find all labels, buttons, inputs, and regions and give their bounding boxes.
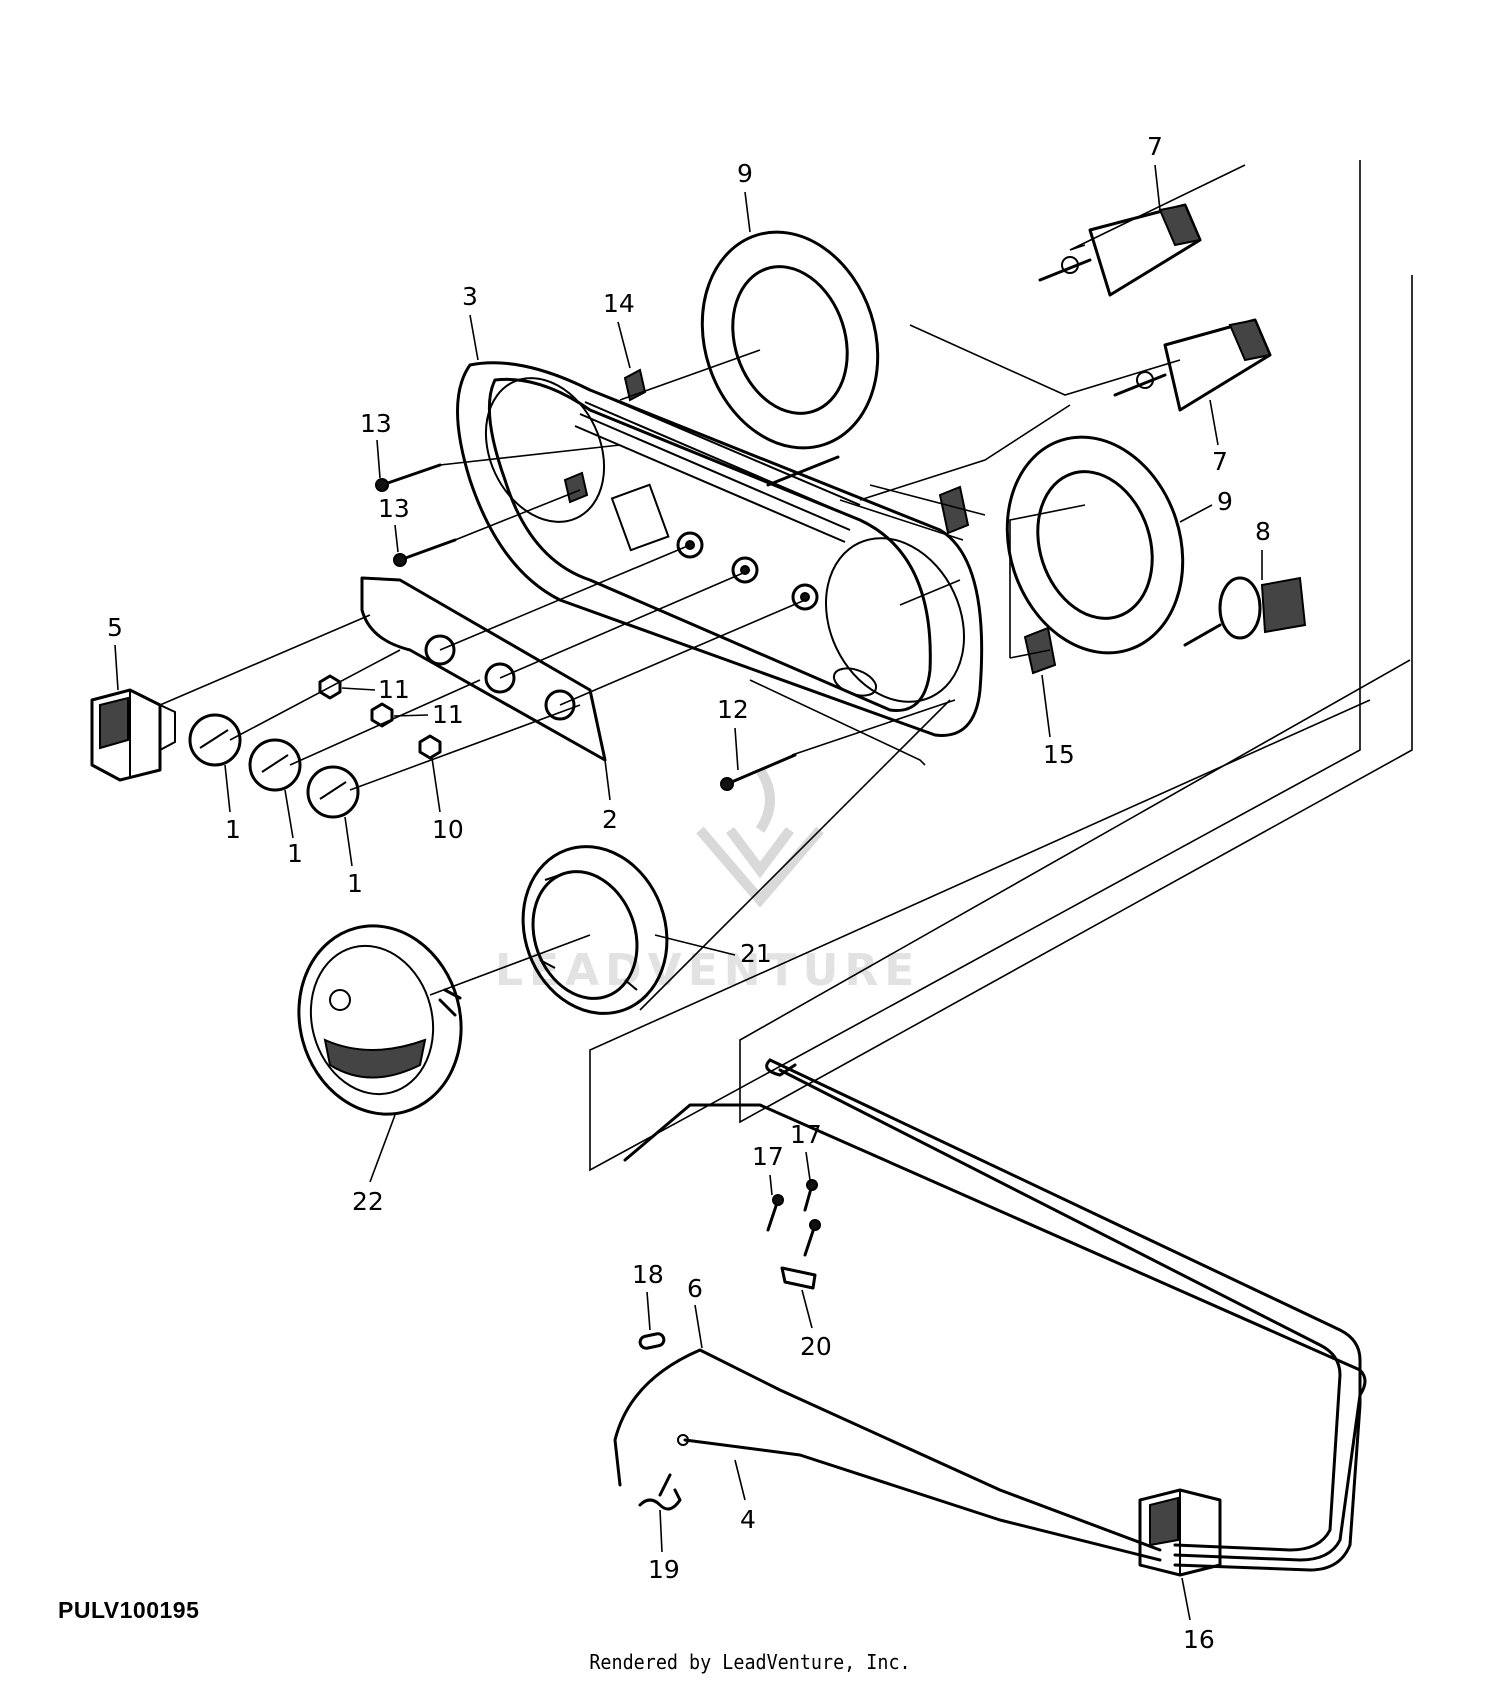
watermark-text: LEADVENTURE [495,945,920,996]
callout-5: 5 [107,613,123,642]
cable-bundle [623,1058,1367,1572]
callout-17: 17 [752,1142,784,1171]
render-credit: Rendered by LeadVenture, Inc. [589,1650,911,1674]
callout-2: 2 [602,805,618,834]
screw-13-upper [375,463,442,492]
gauge-ring-upper [700,230,880,450]
clip-right-upper [938,485,970,535]
callout-14: 14 [603,289,635,318]
knob-b [248,738,302,792]
gauge-ring-lower [1005,435,1185,655]
lamp-socket-upper [1038,203,1202,297]
cable-4 [677,1434,1162,1562]
callout-11: 11 [378,675,410,704]
callouts: 1 1 1 2 3 4 5 6 7 7 8 9 9 10 11 11 12 13 [107,132,1271,1654]
callout-21: 21 [740,939,772,968]
screw-13-lower [393,538,457,567]
clip-14 [623,368,647,402]
cable-6 [613,1348,1162,1552]
dash-bezel [456,361,984,737]
callout-22: 22 [352,1187,384,1216]
cable-clamp [780,1266,817,1290]
rocker-switch [90,688,176,782]
screw-long-center [766,455,840,487]
callout-20: 20 [800,1332,832,1361]
callout-15: 15 [1043,740,1075,769]
callout-3: 3 [462,282,478,311]
callout-16: 16 [1183,1625,1215,1654]
figure-id: PULV100195 [58,1597,200,1623]
callout-7: 7 [1147,132,1163,161]
callout-17: 17 [790,1120,822,1149]
callout-1: 1 [287,839,303,868]
callout-9: 9 [737,159,753,188]
clip-15 [1023,626,1057,675]
callout-7: 7 [1212,447,1228,476]
callout-1: 1 [225,815,241,844]
screw-17-left [766,1194,784,1232]
callout-8: 8 [1255,517,1271,546]
knob-a [188,713,242,767]
callout-13: 13 [378,494,410,523]
nut-10 [418,734,442,760]
lamp-socket-lower [1113,318,1272,412]
screw-lower-20 [803,1219,821,1257]
watermark-logo: LEADVENTURE [495,767,920,996]
connector-16 [1138,1488,1222,1577]
callout-10: 10 [432,815,464,844]
callout-13: 13 [360,409,392,438]
leader-lines [159,160,1413,1172]
gauge-housing [521,845,669,1015]
knob-c [306,765,360,819]
callout-9: 9 [1217,487,1233,516]
callout-11: 11 [432,700,464,729]
screw-17-right [803,1179,818,1212]
panel-plate [360,576,607,762]
screw-12 [720,753,797,791]
callout-4: 4 [740,1505,756,1534]
callout-1: 1 [347,869,363,898]
callout-12: 12 [717,695,749,724]
sensor [1183,576,1307,647]
pin-18 [638,1332,666,1350]
nut-11-lower [370,702,394,728]
gauge-lens [297,924,463,1116]
callout-6: 6 [687,1274,703,1303]
spring-clip-19 [638,1473,682,1511]
clip-upper-mid [563,471,589,504]
callout-18: 18 [632,1260,664,1289]
callout-19: 19 [648,1555,680,1584]
